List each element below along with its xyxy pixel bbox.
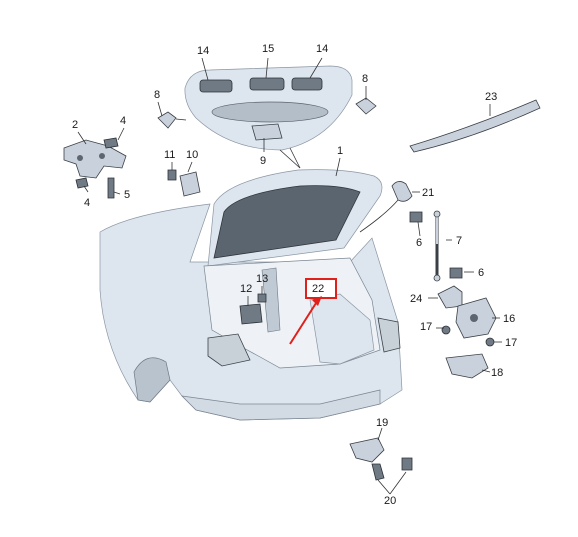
bolt-4-top bbox=[103, 137, 119, 149]
cover-10 bbox=[179, 171, 201, 197]
interior-light-panel bbox=[184, 65, 353, 151]
callout-22: 22 bbox=[312, 283, 324, 295]
callout-23: 23 bbox=[485, 91, 497, 103]
callout-14-right: 14 bbox=[316, 43, 328, 55]
tail-light-left bbox=[207, 333, 251, 367]
buffer-21 bbox=[359, 181, 413, 233]
callout-8-right: 8 bbox=[362, 73, 368, 85]
tail-light-right bbox=[377, 317, 401, 353]
screw-17-left bbox=[441, 325, 451, 335]
callout-14-left: 14 bbox=[197, 45, 209, 57]
handle-part-9 bbox=[251, 123, 283, 141]
screw-11 bbox=[167, 169, 177, 181]
ball-stud-6-top bbox=[409, 211, 423, 223]
lamp-lens-center bbox=[249, 77, 285, 91]
callout-8-left: 8 bbox=[154, 89, 160, 101]
handle-18 bbox=[445, 353, 489, 379]
callout-10: 10 bbox=[186, 149, 198, 161]
callout-19: 19 bbox=[376, 417, 388, 429]
bracket-24 bbox=[437, 285, 463, 309]
callout-4-top: 4 bbox=[120, 115, 126, 127]
callout-21: 21 bbox=[422, 187, 434, 199]
callout-20: 20 bbox=[384, 495, 396, 507]
callout-12: 12 bbox=[240, 283, 252, 295]
screw-17-right bbox=[485, 337, 495, 347]
callout-7: 7 bbox=[456, 235, 462, 247]
leader-lines bbox=[77, 57, 502, 495]
trim-strip-23 bbox=[409, 99, 541, 153]
callout-6-bottom: 6 bbox=[478, 267, 484, 279]
callout-16: 16 bbox=[503, 313, 515, 325]
callout-15: 15 bbox=[262, 43, 274, 55]
wheel-well-inner bbox=[309, 293, 375, 365]
lamp-lens-right bbox=[291, 77, 323, 91]
callout-5: 5 bbox=[124, 189, 130, 201]
hinge-2 bbox=[63, 139, 127, 179]
rear-window bbox=[213, 185, 361, 259]
callout-9: 9 bbox=[260, 155, 266, 167]
callout-24: 24 bbox=[410, 293, 422, 305]
bolt-5 bbox=[107, 177, 115, 199]
screw-20-right bbox=[401, 457, 413, 471]
callout-4-bottom: 4 bbox=[84, 197, 90, 209]
clip-8-left bbox=[157, 111, 187, 129]
bracket-12 bbox=[239, 303, 263, 325]
callout-2: 2 bbox=[72, 119, 78, 131]
highlight-callout-22 bbox=[289, 278, 337, 345]
callout-1: 1 bbox=[337, 145, 343, 157]
bolt-4-bottom bbox=[75, 177, 89, 189]
callout-6-top: 6 bbox=[416, 237, 422, 249]
callout-13: 13 bbox=[256, 273, 268, 285]
callout-17-left: 17 bbox=[420, 321, 432, 333]
screw-20-left bbox=[371, 463, 385, 481]
striker-19 bbox=[349, 437, 385, 463]
callout-17-right: 17 bbox=[505, 337, 517, 349]
ball-stud-6-bottom bbox=[449, 267, 463, 279]
gas-strut-7 bbox=[433, 210, 441, 282]
lamp-lens-left bbox=[199, 79, 233, 93]
clip-8-right bbox=[355, 97, 377, 115]
callout-18: 18 bbox=[491, 367, 503, 379]
screw-13 bbox=[257, 293, 267, 303]
callout-11: 11 bbox=[164, 149, 175, 161]
lock-16 bbox=[455, 297, 497, 339]
